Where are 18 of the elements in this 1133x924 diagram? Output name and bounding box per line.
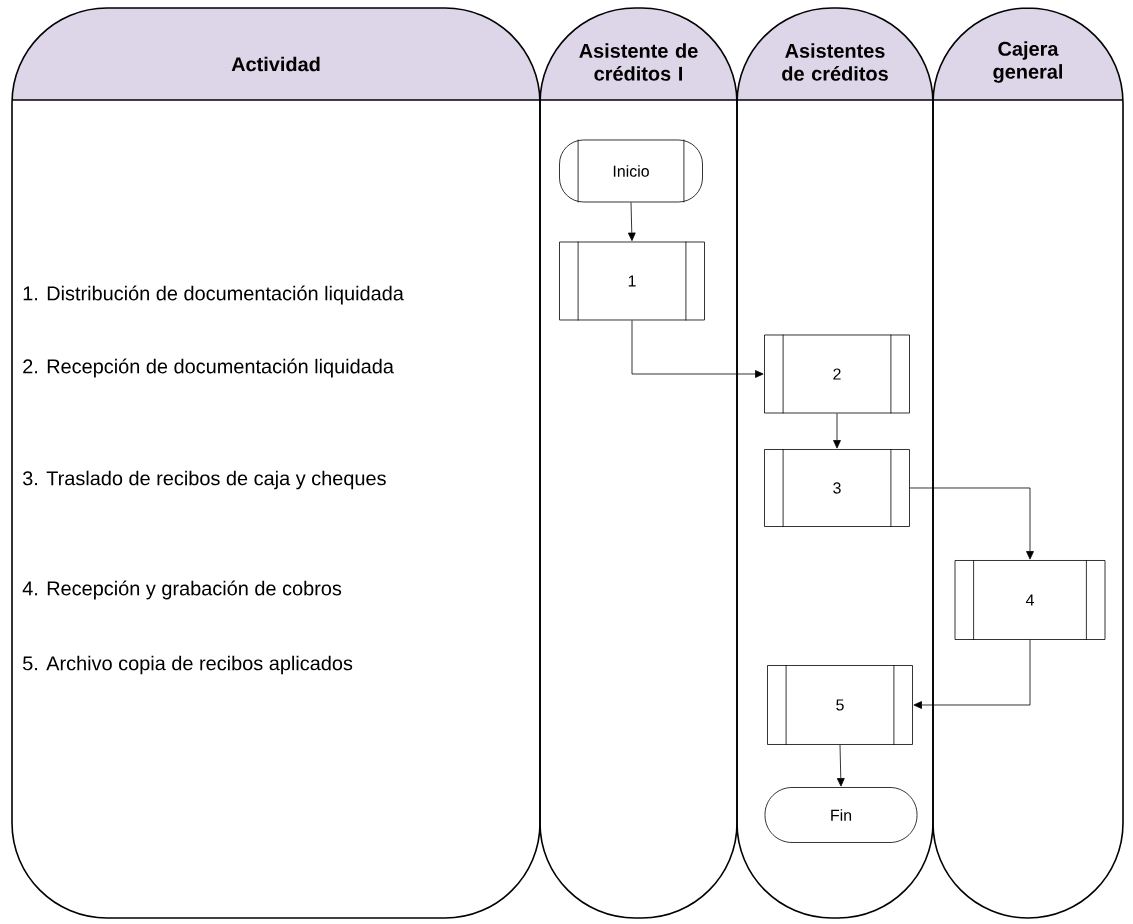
arrow	[833, 413, 841, 449]
predefined-process-box: 1	[559, 241, 705, 321]
terminal-box: Fin	[764, 787, 918, 843]
activity-text: 4. Recepción y grabación de cobros	[22, 580, 342, 600]
arrow	[627, 202, 636, 241]
activity-text: 3. Traslado de recibos de caja y cheques	[22, 470, 386, 490]
predefined-process-box: 2	[764, 334, 910, 414]
predefined-process-box: 4	[954, 559, 1106, 641]
predefined-process-box: 3	[764, 448, 910, 528]
arrow	[913, 639, 1031, 709]
terminal-box: Inicio	[559, 139, 703, 203]
activity-text: 2. Recepción de documentación liquidada	[23, 358, 394, 378]
activity-text: 5. Archivo copia de recibos aplicados	[23, 655, 353, 675]
arrow	[909, 487, 1034, 560]
arrow	[631, 320, 764, 378]
arrow	[836, 744, 845, 787]
predefined-process-box: 5	[767, 664, 913, 746]
activity-text: 1. Distribución de documentación liquidada	[23, 285, 404, 305]
